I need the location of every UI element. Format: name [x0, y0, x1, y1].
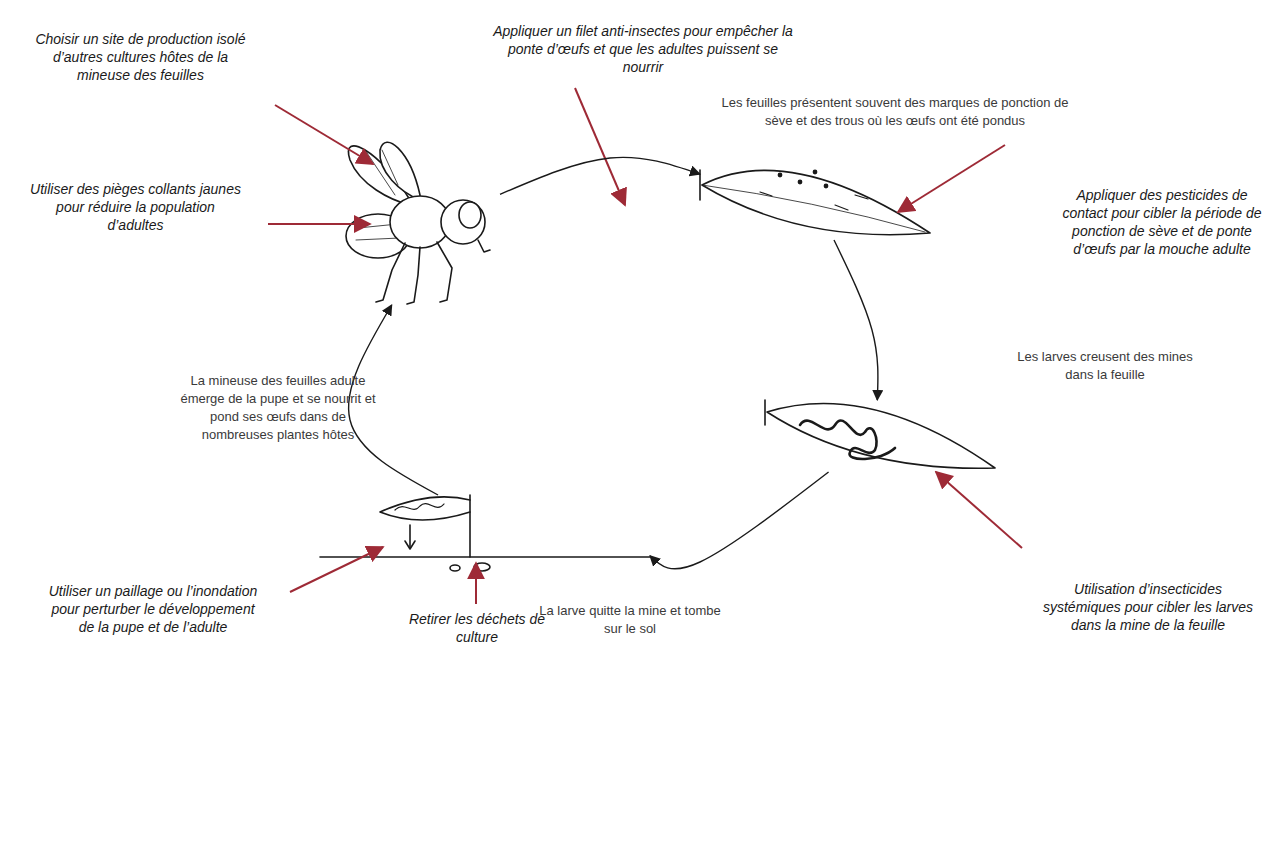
stage-caption: Les larves creusent des mines dans la fe…	[1015, 348, 1195, 384]
stage-box: La mineuse des feuilles adulte émerge de…	[345, 135, 500, 305]
leader-arrow	[936, 472, 1022, 548]
control-note: Utiliser un paillage ou l’inondation pou…	[42, 582, 264, 636]
leader-arrow	[475, 563, 477, 604]
soil-pupa-drawing	[320, 495, 650, 571]
mined-leaf-drawing	[765, 400, 995, 468]
stage-box: Les feuilles présentent souvent des marq…	[700, 150, 930, 240]
control-note: Appliquer des pesticides de contact pour…	[1062, 186, 1262, 258]
leader-arrow	[898, 145, 1005, 212]
stage-caption: La larve quitte la mine et tombe sur le …	[535, 602, 725, 638]
leader-arrow	[275, 105, 373, 164]
control-note: Utilisation d’insecticides systémiques p…	[1042, 580, 1254, 634]
leader-arrow	[268, 223, 370, 225]
leader-arrow	[290, 547, 383, 592]
cycle-arrow	[650, 472, 829, 569]
stage-caption: Les feuilles présentent souvent des marq…	[720, 94, 1070, 130]
stage-caption: La mineuse des feuilles adulte émerge de…	[173, 372, 383, 444]
punctured-leaf-drawing	[700, 170, 930, 235]
stage-box: Les larves creusent des mines dans la fe…	[765, 400, 995, 472]
control-note: Utiliser des pièges collants jaunes pour…	[28, 180, 243, 234]
control-note: Appliquer un filet anti-insectes pour em…	[488, 22, 798, 76]
cycle-arrow	[500, 157, 700, 194]
control-note: Choisir un site de production isolé d’au…	[28, 30, 253, 84]
leader-arrow	[575, 88, 625, 205]
cycle-arrow	[834, 240, 878, 400]
control-note: Retirer les déchets de culture	[392, 610, 562, 646]
stage-box: La larve quitte la mine et tombe sur le …	[320, 495, 650, 575]
